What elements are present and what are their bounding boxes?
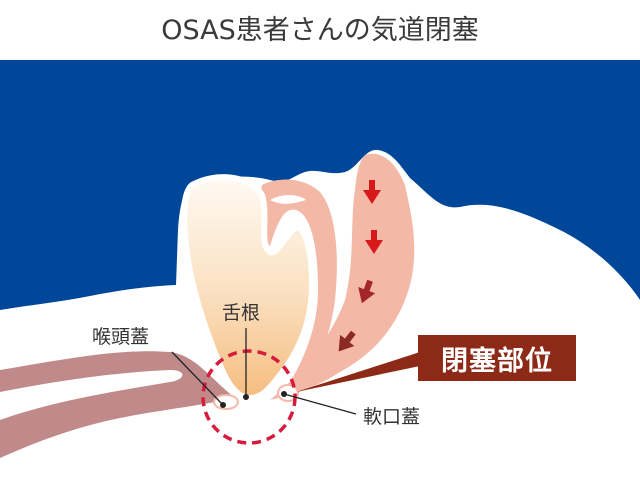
soft-palate-leader — [283, 393, 357, 415]
arrow-2 — [365, 230, 383, 254]
label-soft-palate: 軟口蓋 — [363, 406, 421, 428]
label-tongue-base: 舌根 — [222, 302, 261, 324]
callout-pointer — [296, 352, 420, 392]
obstruction-site-callout: 閉塞部位 — [418, 335, 576, 381]
arrow-1 — [363, 180, 381, 204]
esophagus-shape — [0, 351, 235, 458]
background-blue-area — [0, 60, 640, 310]
tongue-shape — [181, 174, 316, 402]
diagram-title: OSAS患者さんの気道閉塞 — [161, 15, 479, 46]
arrow-4 — [338, 330, 356, 352]
epiglottis-shape — [213, 394, 239, 410]
pharyngeal-wall — [270, 153, 415, 400]
epiglottis-leader — [171, 351, 224, 406]
label-epiglottis: 喉頭蓋 — [92, 326, 150, 348]
arrow-3 — [358, 279, 376, 304]
soft-palate-shape — [260, 179, 337, 390]
